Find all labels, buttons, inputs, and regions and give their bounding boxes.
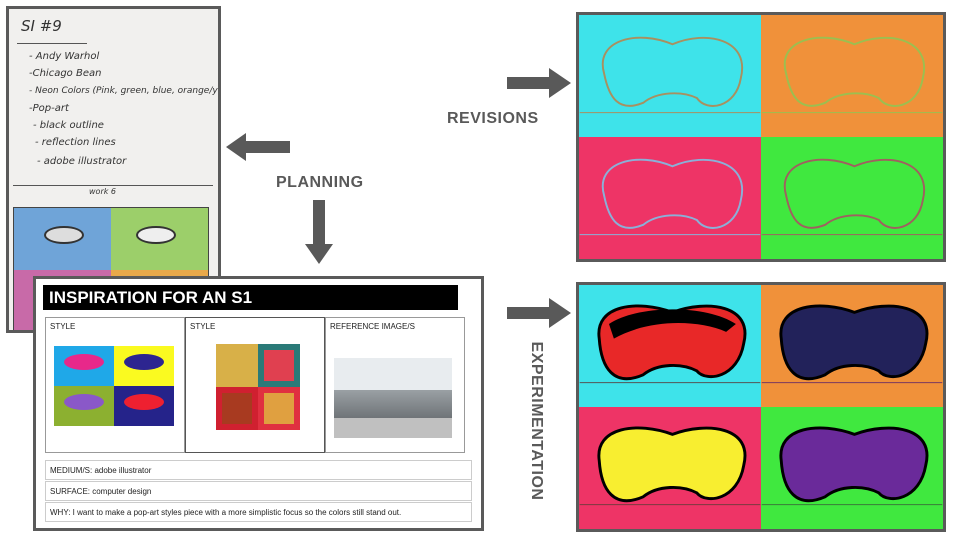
- divider: [17, 43, 87, 44]
- planning-label: PLANNING: [276, 174, 364, 191]
- inspiration-document: INSPIRATION FOR AN S1 STYLE STYLE REFERE…: [33, 276, 484, 531]
- note-line: - reflection lines: [35, 137, 116, 148]
- style-cell: STYLE: [185, 317, 325, 453]
- note-line: -Chicago Bean: [29, 68, 102, 79]
- note-line: - Andy Warhol: [29, 51, 100, 62]
- bean-outline-green: [761, 137, 943, 259]
- notebook-title: SI #9: [21, 17, 62, 35]
- bean-outline-orange: [761, 15, 943, 137]
- why-row: WHY: I want to make a pop-art styles pie…: [45, 502, 472, 522]
- medium-row: MEDIUM/S: adobe illustrator: [45, 460, 472, 480]
- experimentation-label: EXPERIMENTATION: [528, 341, 545, 501]
- revisions-panel: [576, 12, 946, 262]
- column-label: STYLE: [190, 322, 216, 331]
- arrow-right-icon: [507, 298, 571, 328]
- bean-filled-purple: [761, 407, 943, 529]
- arrow-left-icon: [226, 133, 290, 161]
- note-line: -Pop-art: [29, 103, 69, 114]
- bean-filled-navy: [761, 285, 943, 407]
- arrow-right-icon: [507, 68, 571, 98]
- column-label: STYLE: [50, 322, 76, 331]
- note-line: - Neon Colors (Pink, green, blue, orange…: [29, 86, 218, 96]
- style-cell: STYLE: [45, 317, 185, 453]
- revisions-label: REVISIONS: [447, 110, 539, 127]
- bean-filled-red: [579, 285, 761, 407]
- bean-outline-cyan: [579, 15, 761, 137]
- note-line: - black outline: [33, 120, 104, 131]
- note-footer: work 6: [89, 187, 116, 196]
- marilyn-image: [216, 344, 300, 430]
- surface-row: SURFACE: computer design: [45, 481, 472, 501]
- bean-photo: [334, 358, 452, 438]
- bean-outline-pink: [579, 137, 761, 259]
- lips-image: [54, 346, 174, 426]
- column-label: REFERENCE IMAGE/S: [330, 322, 415, 331]
- divider: [13, 185, 213, 186]
- note-line: - adobe illustrator: [37, 156, 127, 167]
- reference-cell: REFERENCE IMAGE/S: [325, 317, 465, 453]
- bean-filled-yellow: [579, 407, 761, 529]
- experimentation-panel: [576, 282, 946, 532]
- doc-title: INSPIRATION FOR AN S1: [43, 285, 458, 310]
- arrow-down-icon: [305, 200, 333, 264]
